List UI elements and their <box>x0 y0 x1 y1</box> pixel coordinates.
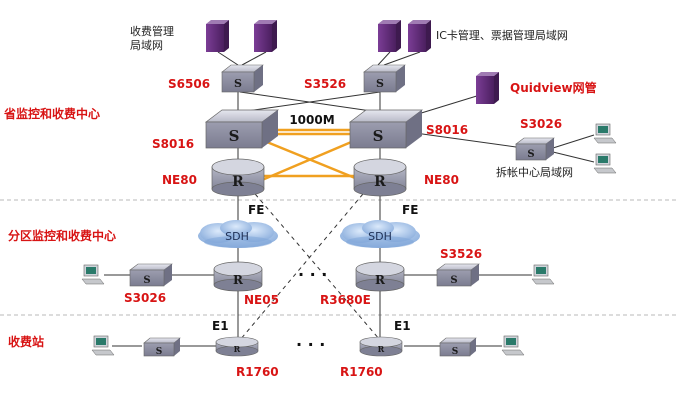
server-icon <box>378 20 401 52</box>
router-icon: R <box>355 261 405 292</box>
switch-icon: S <box>439 337 477 357</box>
workstation-icon <box>91 335 115 356</box>
svg-text:S: S <box>450 275 457 286</box>
svg-text:R: R <box>375 273 386 287</box>
server-icon <box>408 20 431 52</box>
server-icon <box>476 72 499 104</box>
core-router-icon: R <box>353 158 407 197</box>
svg-text:S: S <box>376 77 384 90</box>
label-e1-left: E1 <box>212 319 229 333</box>
svg-text:R: R <box>378 344 385 354</box>
label-s3526-top: S3526 <box>304 77 346 91</box>
label-ne05: NE05 <box>244 293 279 307</box>
label-sdh-right: SDH <box>368 230 392 243</box>
label-charge-lan-line2: 局域网 <box>130 39 163 52</box>
label-fe-left: FE <box>248 203 264 217</box>
ellipsis-bottom: · · · <box>296 335 325 354</box>
sdh-cloud-icon <box>198 220 278 248</box>
label-s8016-right: S8016 <box>426 123 468 137</box>
label-region-center: 分区监控和收费中心 <box>8 228 116 243</box>
label-split-lan: 拆帐中心局域网 <box>496 165 573 179</box>
switch-icon: S <box>143 337 181 357</box>
label-ic-lan: IC卡管理、票据管理局域网 <box>436 28 568 42</box>
svg-text:S: S <box>234 77 242 90</box>
label-r1760-right: R1760 <box>340 365 383 379</box>
router-icon: R <box>213 261 263 292</box>
label-ne80-right: NE80 <box>424 173 459 187</box>
access-router-icon: R <box>359 336 403 357</box>
label-ne80-left: NE80 <box>162 173 197 187</box>
svg-text:R: R <box>374 174 386 190</box>
label-r1760-left: R1760 <box>236 365 279 379</box>
workstation-icon <box>531 264 555 285</box>
label-1000m: 1000M <box>289 113 334 127</box>
label-sdh-left: SDH <box>225 230 249 243</box>
workstation-icon <box>501 335 525 356</box>
svg-text:S: S <box>527 149 534 160</box>
switch-icon: S <box>515 137 555 161</box>
workstation-icon <box>81 264 105 285</box>
svg-text:R: R <box>233 273 244 287</box>
ellipsis-mid: · · · <box>298 265 327 284</box>
sdh-cloud-icon <box>340 220 420 248</box>
network-links <box>104 51 595 347</box>
label-s6506: S6506 <box>168 77 210 91</box>
label-quidview: Quidview网管 <box>510 80 597 95</box>
label-province-center: 省监控和收费中心 <box>3 106 100 121</box>
svg-text:S: S <box>452 347 459 357</box>
core-switch-icon: S <box>204 109 280 149</box>
access-router-icon: R <box>215 336 259 357</box>
workstation-icon <box>593 153 617 174</box>
dashed-link-ne80-r1760-cross <box>239 187 369 341</box>
dashed-link-ne80-r1760 <box>249 187 381 341</box>
svg-text:S: S <box>373 127 384 145</box>
label-fe-right: FE <box>402 203 418 217</box>
svg-text:R: R <box>234 344 241 354</box>
label-s8016-left: S8016 <box>152 137 194 151</box>
svg-text:S: S <box>156 347 163 357</box>
gigabit-links <box>261 128 361 182</box>
svg-text:S: S <box>143 275 150 286</box>
switch-icon: S <box>436 263 480 287</box>
label-toll-station: 收费站 <box>8 334 44 349</box>
switch-icon: S <box>221 64 264 93</box>
switch-icon: S <box>363 64 406 93</box>
core-switch-icon: S <box>348 109 424 149</box>
server-icon <box>254 20 277 52</box>
label-e1-right: E1 <box>394 319 411 333</box>
label-r3680e: R3680E <box>320 293 371 307</box>
server-icon <box>206 20 229 52</box>
label-s3026-right: S3026 <box>520 117 562 131</box>
label-s3526-mid: S3526 <box>440 247 482 261</box>
svg-text:S: S <box>229 127 240 145</box>
workstation-icon <box>593 123 617 144</box>
svg-text:R: R <box>232 174 244 190</box>
label-charge-lan-line1: 收费管理 <box>130 24 174 38</box>
label-s3026-left: S3026 <box>124 291 166 305</box>
core-router-icon: R <box>211 158 265 197</box>
switch-icon: S <box>129 263 173 287</box>
